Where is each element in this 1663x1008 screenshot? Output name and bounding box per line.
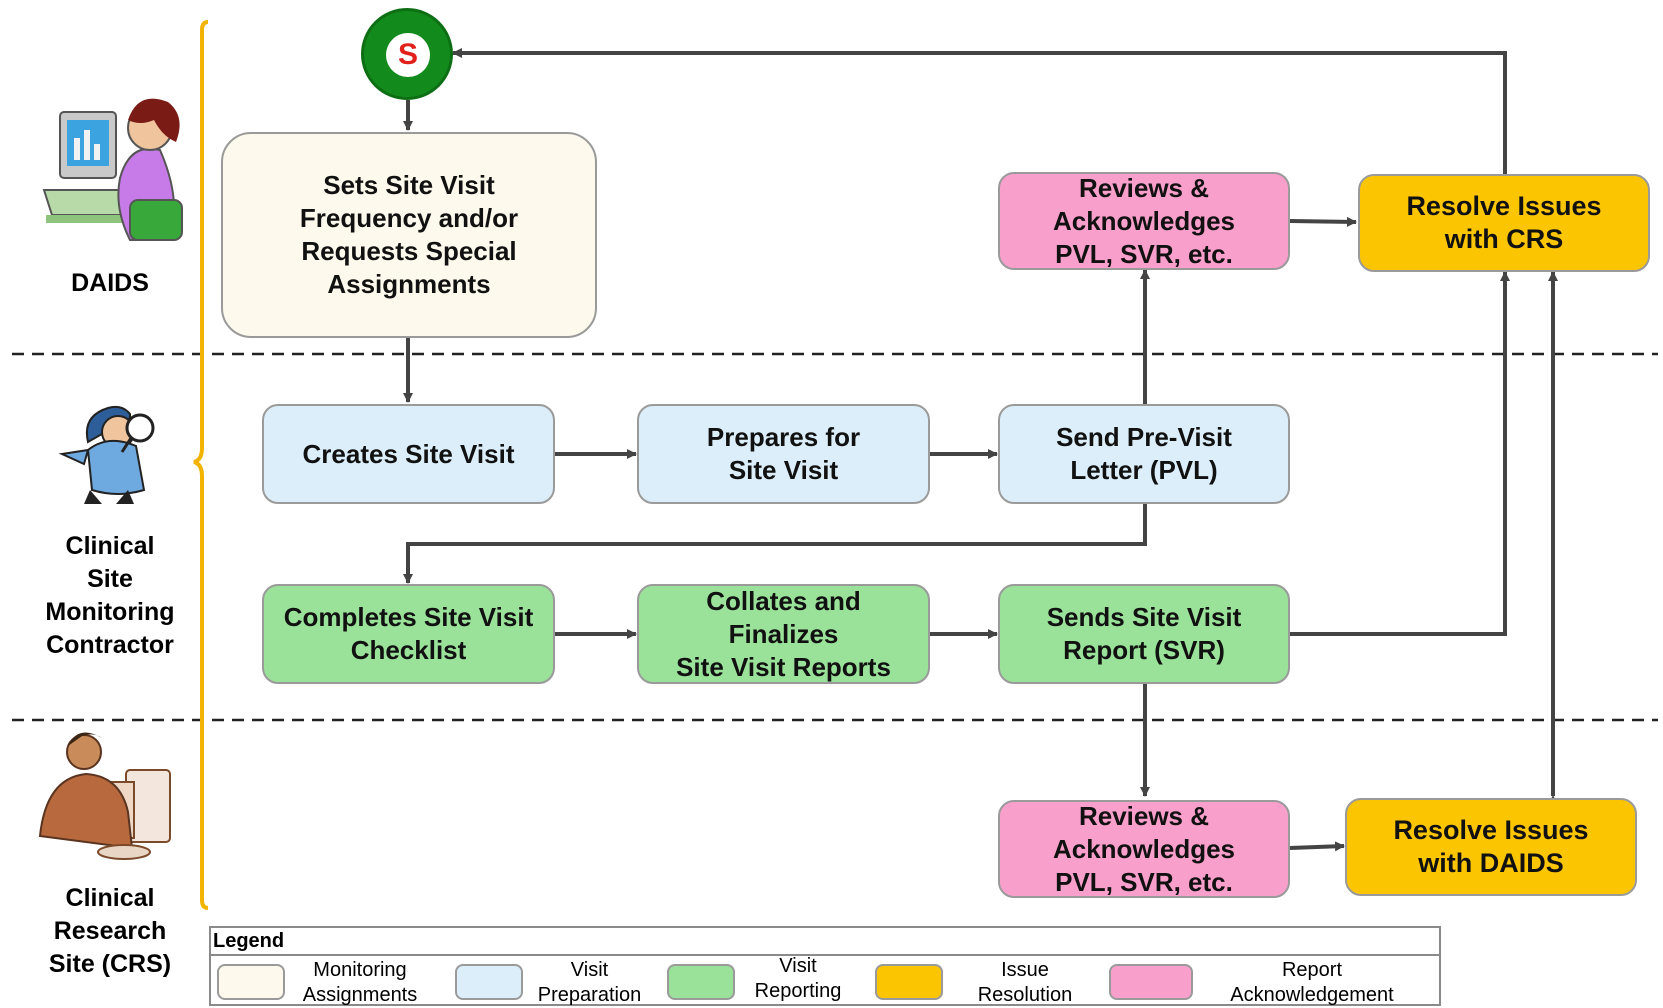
node-collates: Collates and Finalizes Site Visit Report… bbox=[637, 584, 930, 684]
lane-label-crs: Clinical Research Site (CRS) bbox=[48, 884, 172, 978]
legend-swatch-issue bbox=[875, 964, 943, 1000]
analyst-at-computer-icon bbox=[42, 98, 183, 241]
node-reviews-crs: Reviews & Acknowledges PVL, SVR, etc. bbox=[998, 800, 1290, 898]
lane-label-daids: DAIDS bbox=[71, 269, 149, 297]
lane-label-monitoring-contractor: Clinical Site Monitoring Contractor bbox=[45, 532, 175, 659]
legend-title: Legend bbox=[211, 928, 1439, 956]
inspector-with-magnifier-icon bbox=[58, 405, 155, 504]
worker-at-computer-icon bbox=[38, 732, 171, 860]
legend-label-acknowledgement: Report Acknowledgement bbox=[1230, 959, 1394, 1006]
arrow-svr-to-resolve-crs bbox=[1290, 271, 1510, 636]
legend-label-preparation: Visit Preparation bbox=[537, 959, 642, 1006]
lane-bracket bbox=[193, 20, 209, 910]
legend-item-reporting: Visit Reporting bbox=[667, 955, 867, 1008]
legend-label-monitoring: Monitoring Assignments bbox=[302, 959, 418, 1006]
node-creates-visit: Creates Site Visit bbox=[262, 404, 555, 504]
legend: Legend Monitoring Assignments Visit Prep… bbox=[209, 926, 1441, 1006]
node-reviews-daids: Reviews & Acknowledges PVL, SVR, etc. bbox=[998, 172, 1290, 270]
node-sends-svr: Sends Site Visit Report (SVR) bbox=[998, 584, 1290, 684]
legend-item-monitoring: Monitoring Assignments bbox=[217, 958, 432, 1008]
legend-swatch-preparation bbox=[455, 964, 523, 1000]
legend-label-reporting: Visit Reporting bbox=[754, 955, 842, 1002]
arrow-pvl-to-checklist bbox=[403, 503, 1147, 584]
arrow-reviews-crs-to-resolve-daids bbox=[1289, 841, 1345, 852]
legend-item-issue: Issue Resolution bbox=[875, 958, 1105, 1008]
node-send-pvl: Send Pre-Visit Letter (PVL) bbox=[998, 404, 1290, 504]
start-node-label: S bbox=[386, 33, 430, 77]
start-node: S bbox=[361, 8, 453, 100]
arrow-reviews-to-resolve bbox=[1289, 216, 1357, 227]
node-resolve-crs: Resolve Issues with CRS bbox=[1358, 174, 1650, 272]
legend-label-issue: Issue Resolution bbox=[977, 959, 1073, 1006]
legend-swatch-reporting bbox=[667, 964, 735, 1000]
legend-swatch-acknowledgement bbox=[1109, 964, 1193, 1000]
legend-item-acknowledgement: Report Acknowledgement bbox=[1109, 958, 1439, 1008]
arrow-resolve-to-start bbox=[452, 48, 1507, 174]
legend-item-preparation: Visit Preparation bbox=[455, 958, 655, 1008]
node-sets-frequency: Sets Site Visit Frequency and/or Request… bbox=[221, 132, 597, 338]
node-completes-checklist: Completes Site Visit Checklist bbox=[262, 584, 555, 684]
legend-swatch-monitoring bbox=[217, 964, 285, 1000]
node-resolve-daids: Resolve Issues with DAIDS bbox=[1345, 798, 1637, 896]
node-prepares: Prepares for Site Visit bbox=[637, 404, 930, 504]
